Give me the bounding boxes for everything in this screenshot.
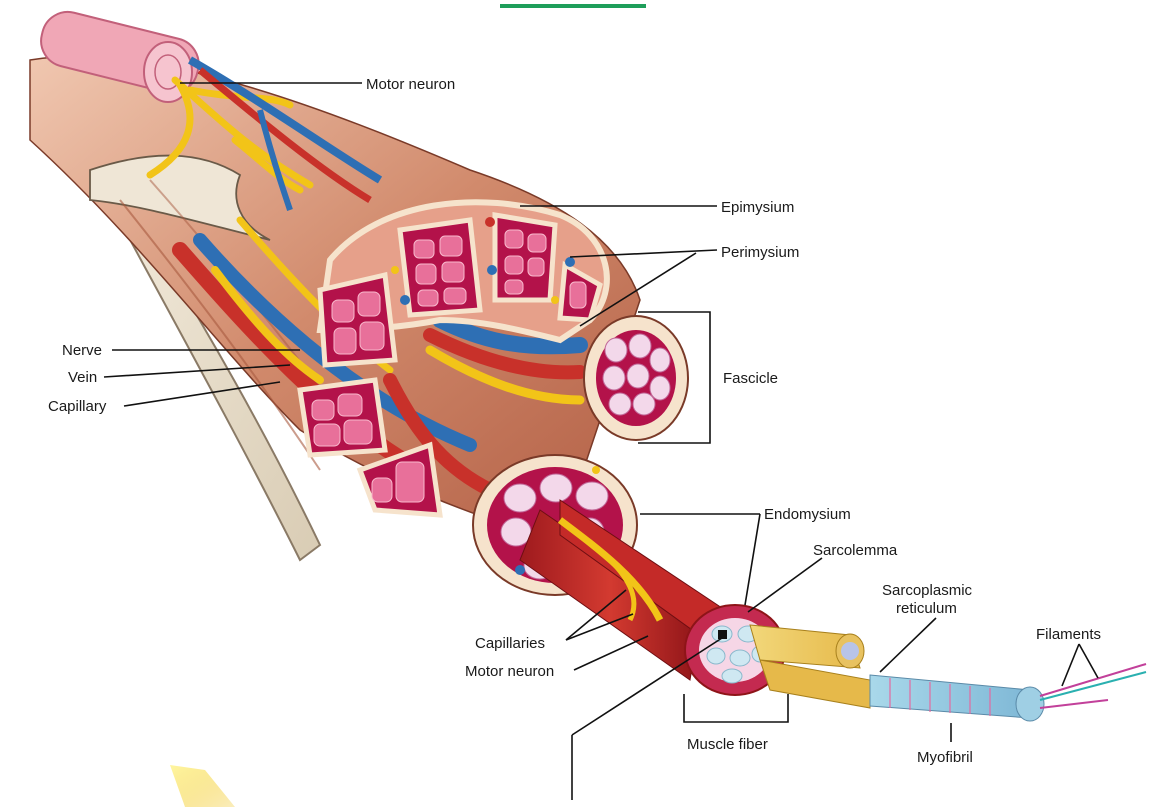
decorative-glow [170,765,235,807]
label-vein: Vein [68,369,97,386]
label-fascicle: Fascicle [723,370,778,387]
label-capillary: Capillary [48,398,107,415]
label-epimysium: Epimysium [721,199,794,216]
label-nerve: Nerve [62,342,102,359]
top-accent-bar [500,4,646,8]
label-endomysium: Endomysium [764,506,851,523]
muscle-fibers [520,500,785,695]
isolated-fascicle [584,316,688,440]
fascicle-cross-section [495,215,555,300]
label-sarcoplasmic-line2: reticulum [896,600,957,617]
label-motor-neuron-bottom: Motor neuron [465,663,554,680]
label-sarcolemma: Sarcolemma [813,542,898,559]
label-myofibril: Myofibril [917,749,973,766]
label-filaments: Filaments [1036,626,1101,643]
fascicle-cross-section [320,275,395,365]
label-capillaries: Capillaries [475,635,545,652]
nucleus-marker [718,630,727,639]
label-sarcoplasmic-line1: Sarcoplasmic [882,582,973,599]
fascicle-cross-section [400,220,480,315]
label-perimysium: Perimysium [721,244,799,261]
label-motor-neuron-top: Motor neuron [366,76,455,93]
label-muscle-fiber: Muscle fiber [687,736,768,753]
